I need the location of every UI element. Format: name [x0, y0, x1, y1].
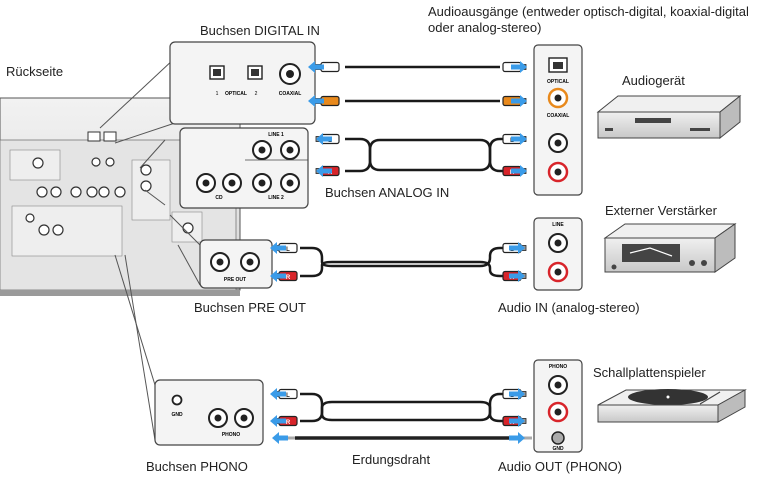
jack-label-gnd: GND — [171, 412, 183, 418]
jack-label-phono: PHONO — [222, 432, 240, 438]
phono-label: Buchsen PHONO — [146, 459, 248, 474]
signal-arrow — [511, 133, 527, 145]
audio-outputs-label: Audioausgänge (entweder optisch-digital,… — [428, 4, 749, 35]
pre-out-zoom: PRE OUT — [199, 239, 273, 289]
turntable-output-panel: PHONO GND — [533, 359, 583, 453]
analog-in-label: Buchsen ANALOG IN — [325, 185, 450, 200]
phono-zoom: GND PHONO — [154, 379, 264, 446]
jack-label-optical: OPTICAL — [225, 91, 247, 97]
turntable-label: Schallplattenspieler — [593, 365, 706, 380]
digital-in-zoom: 1 OPTICAL 2 COAXIAL — [169, 41, 316, 125]
signal-arrow — [509, 270, 525, 282]
dev-label-coaxial: COAXIAL — [547, 113, 570, 119]
signal-arrow — [270, 242, 286, 254]
signal-arrow — [270, 388, 286, 400]
signal-arrow — [272, 432, 288, 444]
dev-label-optical: OPTICAL — [547, 79, 569, 85]
external-amp-label: Externer Verstärker — [605, 203, 717, 218]
external-amp-icon — [603, 223, 737, 273]
plug-letter: L — [286, 393, 290, 399]
signal-arrow — [316, 133, 332, 145]
zoom-lines — [99, 57, 201, 441]
signal-arrow — [511, 165, 527, 177]
dev-label-line: LINE — [552, 222, 564, 228]
audio-device-icon — [596, 94, 742, 140]
audio-out-phono-label: Audio OUT (PHONO) — [498, 459, 623, 474]
jack-label-coaxial: COAXIAL — [279, 91, 302, 97]
signal-arrow — [316, 165, 332, 177]
dev-label-gnd: GND — [552, 446, 564, 452]
ground-wire-label: Erdungsdraht — [352, 452, 431, 467]
plug-letter: R — [286, 275, 291, 281]
jack-label-pre-out: PRE OUT — [224, 277, 246, 283]
digital-in-label: Buchsen DIGITAL IN — [200, 23, 320, 38]
amp-input-panel: LINE — [533, 217, 583, 291]
pre-out-label: Buchsen PRE OUT — [194, 300, 306, 315]
jack-label-2: 2 — [255, 91, 258, 97]
signal-arrow — [308, 95, 324, 107]
audio-in-label: Audio IN (analog-stereo) — [498, 300, 640, 315]
cables — [300, 65, 505, 423]
turntable-icon — [597, 389, 747, 423]
plug-letter: R — [286, 420, 291, 426]
jack-label-cd: CD — [215, 195, 223, 201]
signal-arrow — [511, 61, 527, 73]
signal-arrow — [511, 95, 527, 107]
signal-arrow — [509, 432, 525, 444]
jack-label-line1: LINE 1 — [268, 132, 284, 138]
audio-device-label: Audiogerät — [622, 73, 685, 88]
analog-in-zoom: LINE 1 CD LINE 2 — [179, 127, 309, 209]
jack-label-line2: LINE 2 — [268, 195, 284, 201]
jack-label-1: 1 — [216, 91, 219, 97]
dev-label-phono: PHONO — [549, 364, 567, 370]
plug-letter: L — [286, 247, 290, 253]
signal-arrows — [270, 61, 527, 444]
signal-arrow — [270, 415, 286, 427]
signal-arrow — [509, 415, 525, 427]
signal-arrow — [308, 61, 324, 73]
source-output-panel: OPTICAL COAXIAL — [533, 44, 583, 196]
signal-arrow — [509, 242, 525, 254]
signal-arrow — [509, 388, 525, 400]
rear-side-label: Rückseite — [6, 64, 64, 79]
signal-arrow — [270, 270, 286, 282]
